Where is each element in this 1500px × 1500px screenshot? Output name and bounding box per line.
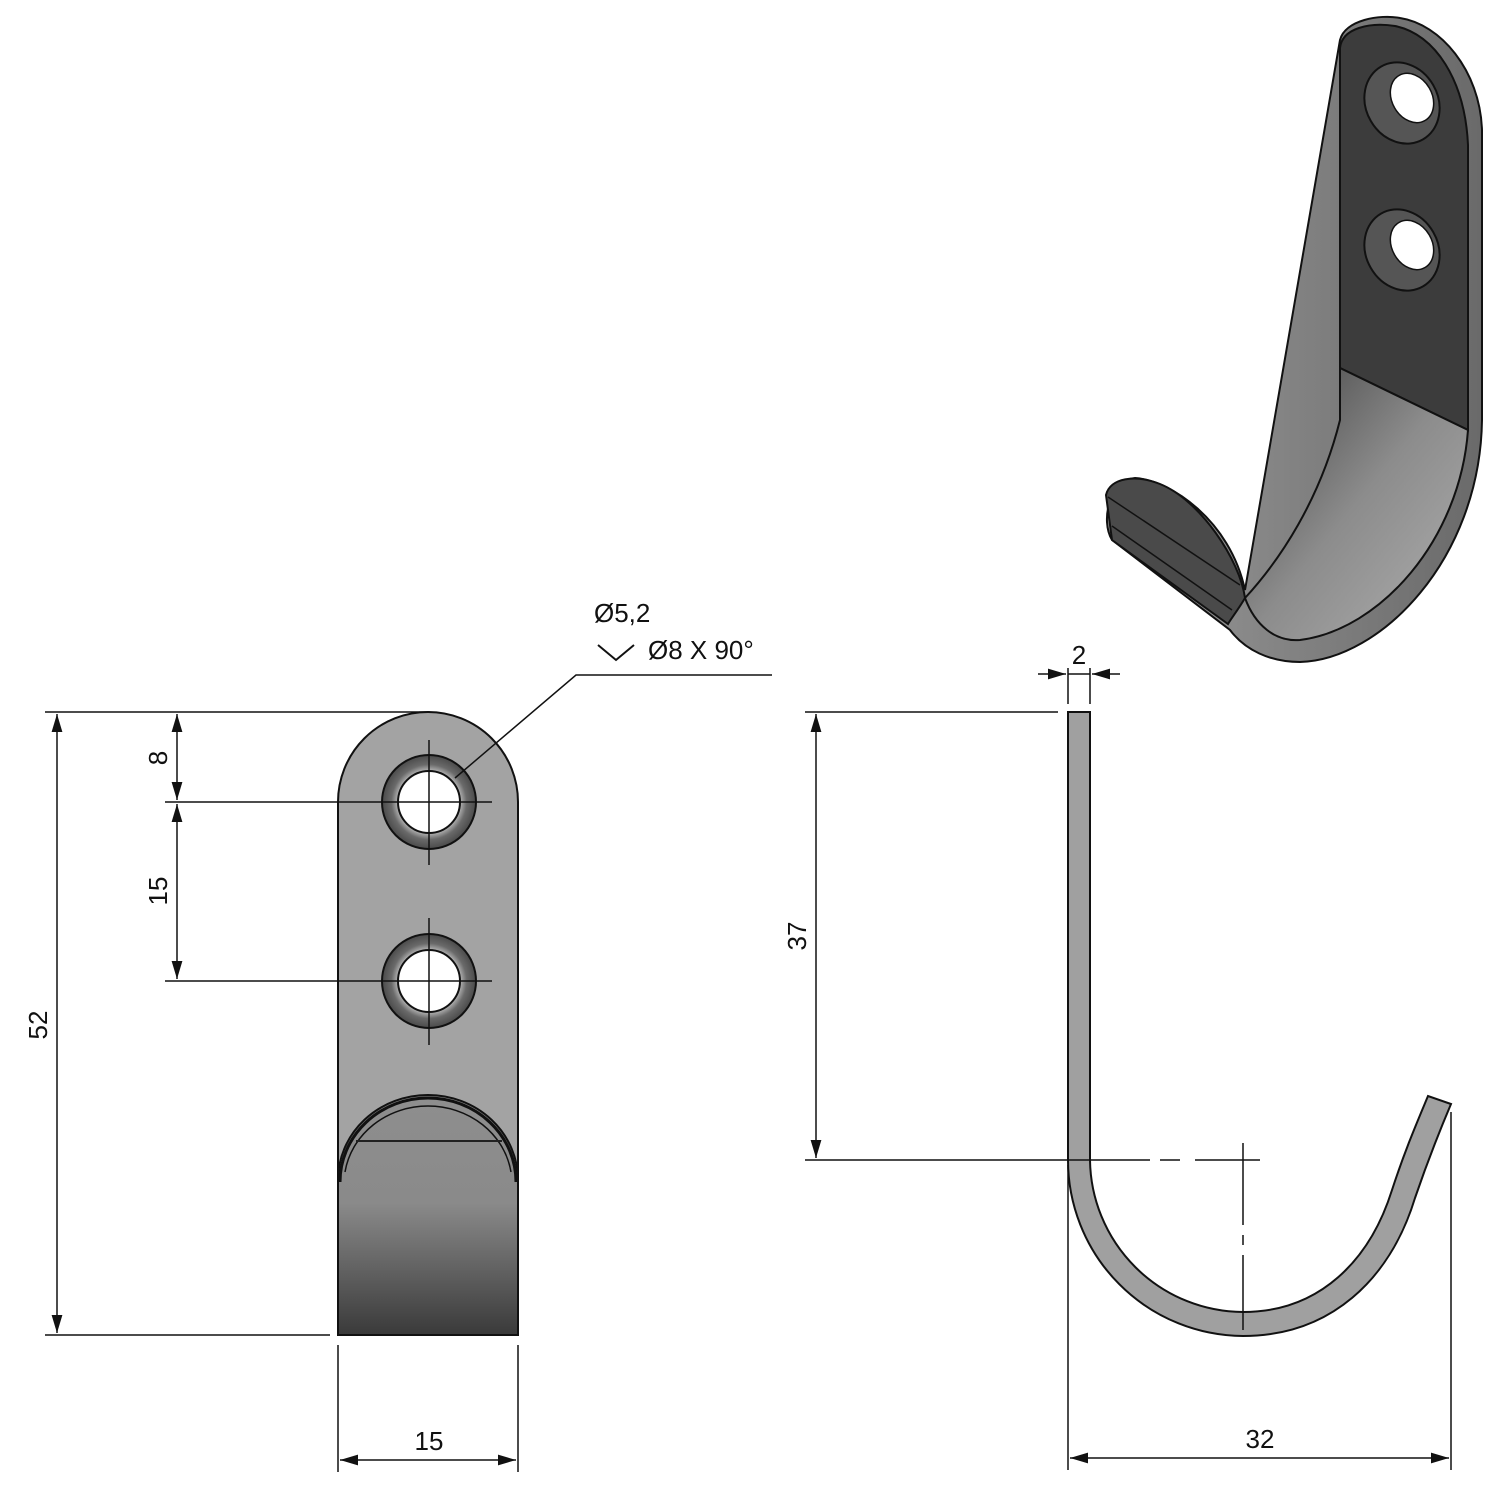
dim-hole-spacing: 15 — [143, 877, 173, 906]
iso-bend-face — [1243, 366, 1470, 642]
side-view: 2 37 32 — [782, 640, 1453, 1470]
front-view: 52 8 15 15 Ø5,2 Ø8 X 90° — [23, 598, 772, 1472]
dim-overall-depth: 32 — [1246, 1424, 1275, 1454]
dim-top-to-hole: 8 — [143, 751, 173, 765]
dim-overall-height: 52 — [23, 1011, 53, 1040]
front-bend — [337, 1094, 519, 1336]
iso-hole-bottom — [1363, 208, 1441, 292]
isometric-view — [1104, 15, 1483, 664]
hole-callout: Ø5,2 Ø8 X 90° — [454, 598, 772, 779]
dim-straight-length: 37 — [782, 922, 812, 951]
dim-width: 15 — [415, 1426, 444, 1456]
dim-thickness: 2 — [1072, 640, 1086, 670]
callout-hole-diameter: Ø5,2 — [594, 598, 650, 628]
iso-hole-top — [1363, 61, 1441, 145]
iso-tip — [1104, 477, 1247, 626]
callout-countersink: Ø8 X 90° — [648, 635, 754, 665]
side-profile — [1067, 711, 1453, 1338]
countersink-icon — [597, 644, 635, 662]
